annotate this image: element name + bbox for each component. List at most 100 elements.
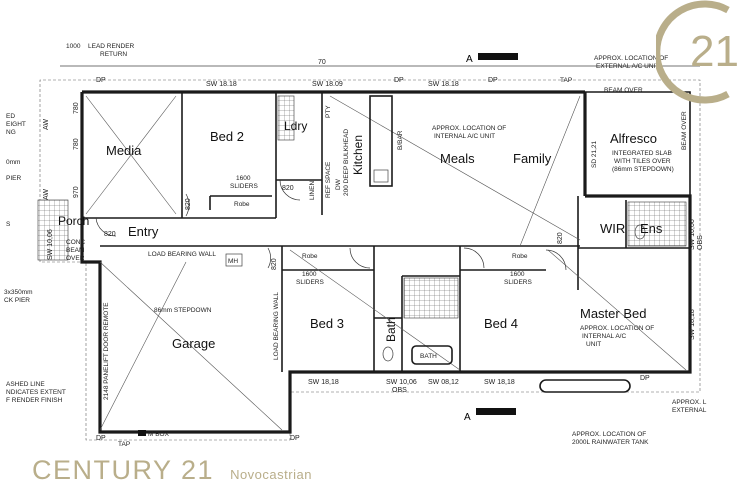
room-wir: WIR (600, 221, 625, 236)
render-note-1: ASHED LINE (6, 381, 45, 388)
external-walls (80, 90, 692, 434)
room-alfresco: Alfresco (610, 131, 657, 146)
century21-seal-icon: 21 (656, 0, 739, 104)
alfresco-outline (585, 91, 691, 196)
meter-box-label: M BOX (148, 431, 170, 438)
rainwater-tank (539, 379, 631, 393)
obs-bottom: OBS (392, 387, 407, 394)
laundry-tiles (277, 95, 295, 141)
room-ensuite: Ens (640, 221, 663, 236)
manhole-label: MH (228, 258, 238, 265)
door-width: 820 (185, 198, 192, 210)
section-marker-bottom (476, 408, 516, 415)
pier-note-1: 3x350mm (4, 289, 33, 296)
master-ac-1: APPROX. LOCATION OF (580, 325, 654, 332)
door-width: 820 (557, 232, 564, 244)
ac-external-bottom-2: EXTERNAL (672, 407, 707, 414)
downpipe: DP (488, 77, 498, 84)
awning-2: AW (43, 189, 50, 200)
bed4-sliders-label: SLIDERS (504, 279, 532, 286)
porch-tiles (37, 199, 69, 261)
room-media: Media (106, 143, 142, 158)
lead-render-note: LEAD RENDER (88, 43, 135, 50)
obs-right: OBS (697, 235, 704, 250)
window-bottom-3: SW 08,12 (428, 379, 459, 386)
left-note-3: NG (6, 129, 16, 136)
door-width: 820 (104, 231, 116, 238)
pier-note-2: CK PIER (4, 297, 30, 304)
bed4-robe: Robe (512, 253, 528, 260)
meter-box (138, 430, 146, 436)
brand-name: CENTURY 21 (32, 455, 215, 485)
dim-780-a: 780 (73, 102, 80, 114)
dim-70: 70 (318, 59, 326, 66)
room-laundry: Ldry (284, 119, 307, 133)
door-width: 820 (282, 185, 294, 192)
room-entry: Entry (128, 224, 159, 239)
downpipe: DP (290, 435, 300, 442)
room-bed-4: Bed 4 (484, 316, 518, 331)
porch-note-1: CONC (66, 239, 85, 246)
master-ac-3: UNIT (586, 341, 601, 348)
ac-external-bottom-1: APPROX. L (672, 399, 707, 406)
linen-note: LINEN (309, 181, 316, 200)
bed2-robe: Robe (234, 201, 250, 208)
section-a-bottom: A (464, 412, 471, 423)
bed2-sliders-width: 1600 (236, 175, 251, 182)
left-note-2: EIGHT (6, 121, 26, 128)
tap-top: TAP (560, 77, 572, 84)
bed3-robe: Robe (302, 253, 318, 260)
kitchen-bench (369, 95, 393, 187)
room-bath: Bath (384, 317, 398, 342)
internal-walls (82, 92, 690, 372)
fridge-space-note: REF SPACE (325, 161, 332, 198)
toilet-icon (634, 224, 646, 240)
room-family: Family (513, 151, 552, 166)
room-kitchen: Kitchen (351, 135, 365, 175)
downpipe: DP (96, 435, 106, 442)
dishwasher-note: DW (335, 178, 342, 190)
render-note-2: NDICATES EXTENT (6, 389, 66, 396)
alfresco-note-2: WITH TILES OVER (614, 158, 671, 165)
sliding-door-note: SD 21,21 (591, 141, 598, 168)
bed2-sliders-label: SLIDERS (230, 183, 258, 190)
door-swings (95, 179, 567, 271)
dim-780-b: 780 (73, 138, 80, 150)
ac-external-top-1: APPROX. LOCATION OF (594, 55, 668, 62)
manhole (225, 253, 243, 267)
brand-footer: CENTURY 21 Novocastrian (32, 455, 312, 489)
room-porch: Porch (58, 214, 89, 228)
load-bearing-wall-1: LOAD BEARING WALL (148, 251, 216, 258)
left-note-5: PIER (6, 175, 21, 182)
downpipe: DP (96, 77, 106, 84)
bath-tub (411, 345, 453, 365)
beam-over-alfresco: BEAM OVER (604, 87, 643, 94)
dim-970: 970 (73, 186, 80, 198)
rainwater-note-1: APPROX. LOCATION OF (572, 431, 646, 438)
window-top-2: SW 18.09 (312, 81, 343, 88)
pantry-note: PTY (325, 105, 332, 118)
seal-number: 21 (690, 27, 739, 76)
window-top-3: SW 18.18 (428, 81, 459, 88)
room-meals: Meals (440, 151, 475, 166)
load-bearing-wall-2: LOAD BEARING WALL (273, 292, 280, 360)
bed3-sliders-label: SLIDERS (296, 279, 324, 286)
bathroom-tiles (403, 277, 459, 319)
roof-hip-lines (85, 95, 687, 431)
bbar-note: B/BAR (397, 130, 404, 150)
porch-note-3: OVER (66, 255, 85, 262)
rainwater-note-2: 2000L RAINWATER TANK (572, 439, 649, 446)
beam-over-side: BEAM OVER (681, 111, 688, 150)
downpipe: DP (640, 375, 650, 382)
awning-1: AW (43, 119, 50, 130)
ac-external-top-2: EXTERNAL A/C UNIT (596, 63, 659, 70)
alfresco-note-1: INTEGRATED SLAB (612, 150, 672, 157)
brand-subtitle: Novocastrian (230, 467, 312, 482)
left-note-1: ED (6, 113, 15, 120)
toilet-icon (382, 346, 394, 362)
garage-stepdown: 86mm STEPDOWN (154, 307, 212, 314)
render-note-3: F RENDER FINISH (6, 397, 63, 404)
kitchen-sink (373, 169, 389, 183)
bed3-sliders-width: 1600 (302, 271, 317, 278)
